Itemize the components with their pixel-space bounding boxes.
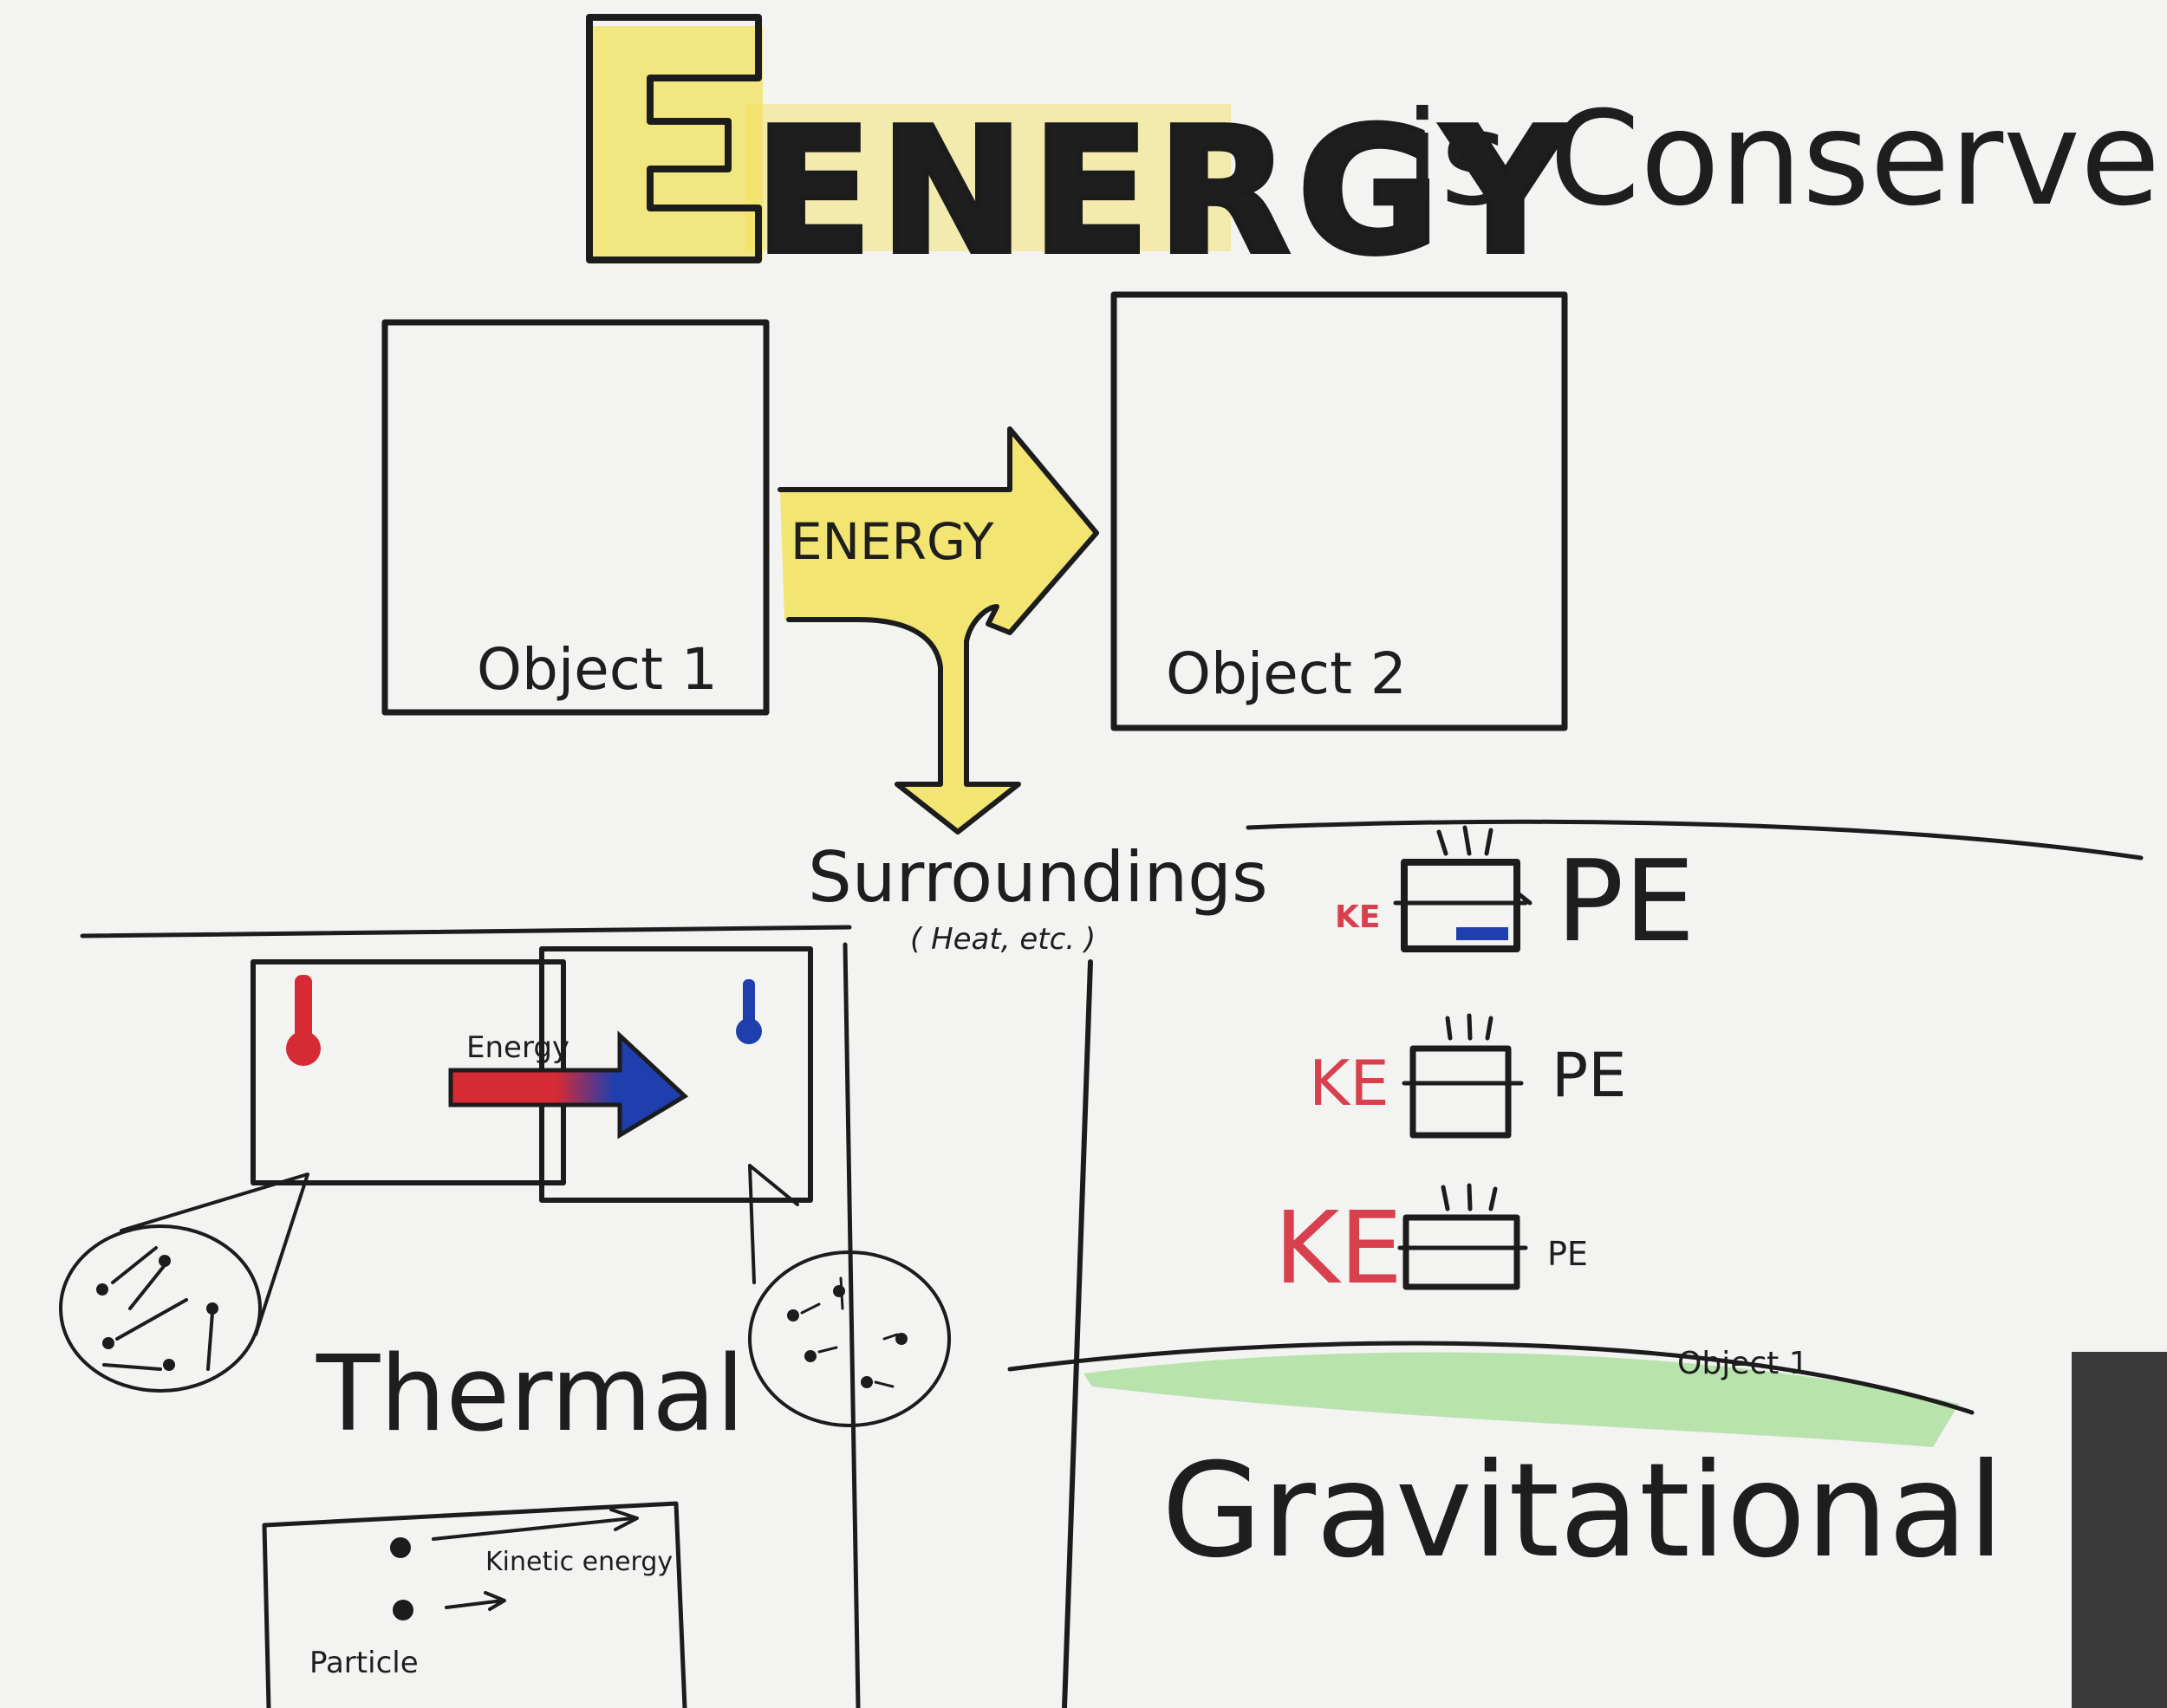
title-letter-e-outline bbox=[586, 14, 762, 263]
energy-arrow-label: ENERGY bbox=[791, 512, 994, 571]
legend-particle-label: Particle bbox=[309, 1646, 419, 1680]
object-2-box bbox=[1110, 291, 1568, 731]
thermal-right-line bbox=[843, 942, 861, 1708]
hot-thermometer-icon bbox=[286, 975, 321, 1066]
title-highlight bbox=[589, 26, 763, 260]
energy-bar-row-1: KE PE bbox=[1335, 825, 1695, 967]
battery-3-details bbox=[1397, 1183, 1528, 1250]
cold-zoom-cone bbox=[748, 1164, 799, 1284]
pe-label-1: PE bbox=[1556, 835, 1695, 967]
gravitational-top-divider bbox=[1246, 819, 2144, 860]
battery-2-details bbox=[1402, 1013, 1524, 1086]
energy-arrow-outline bbox=[778, 426, 1099, 835]
grass-strip bbox=[1084, 1352, 1959, 1447]
gravitational-section: KE PE KE PE KE PE Object 1 Gravitational bbox=[1007, 825, 2004, 1587]
vertical-divider bbox=[1062, 959, 1093, 1708]
title-highlight-2 bbox=[745, 104, 1231, 251]
hot-zoom-cone bbox=[120, 1172, 309, 1336]
legend-long-arrow bbox=[432, 1508, 639, 1541]
gravitational-heading: Gravitational bbox=[1162, 1436, 2004, 1587]
cold-thermometer-icon bbox=[736, 979, 762, 1044]
transfer-diagram: Object 1 Object 2 ENERGY Surroundings ( … bbox=[381, 291, 1568, 957]
table-edge bbox=[2072, 1352, 2167, 1708]
object-1-label: Object 1 bbox=[477, 636, 718, 703]
ground-line bbox=[1007, 1341, 1975, 1415]
thermal-heading: Thermal bbox=[316, 1335, 745, 1455]
legend-kinetic-label: Kinetic energy bbox=[485, 1547, 673, 1577]
energy-battery-3 bbox=[1402, 1214, 1520, 1290]
legend-particle-dot-fast bbox=[390, 1537, 411, 1558]
pe-label-3: PE bbox=[1547, 1235, 1588, 1273]
ke-label-1: KE bbox=[1335, 899, 1381, 935]
energy-transfer-arrow bbox=[780, 429, 1097, 832]
pe-label-2: PE bbox=[1552, 1040, 1626, 1111]
ground-object-label: Object 1 bbox=[1677, 1346, 1809, 1381]
surroundings-note: ( Heat, etc. ) bbox=[910, 922, 1096, 957]
thermal-section: Energy Thermal Kinetic energy bbox=[59, 942, 951, 1708]
legend-box-left bbox=[262, 1523, 271, 1708]
slow-particles bbox=[787, 1276, 908, 1388]
object-1-box bbox=[381, 319, 770, 716]
title: ENERGY is Conserved bbox=[586, 14, 2167, 295]
battery-1-details bbox=[1393, 825, 1533, 906]
surroundings-label: Surroundings bbox=[808, 837, 1268, 918]
ke-label-3: KE bbox=[1274, 1191, 1402, 1307]
hot-particle-zoom bbox=[59, 1224, 262, 1393]
title-energy-text: ENERGY bbox=[754, 91, 1575, 293]
energy-battery-2 bbox=[1409, 1045, 1512, 1139]
battery-1-fill bbox=[1456, 927, 1508, 940]
object-2-label: Object 2 bbox=[1166, 640, 1407, 707]
heat-arrow-label: Energy bbox=[466, 1030, 569, 1065]
thermal-top-divider bbox=[80, 925, 852, 938]
title-conserved-text: is Conserved bbox=[1404, 84, 2167, 235]
heat-flow-arrow bbox=[448, 1030, 689, 1140]
legend-box bbox=[262, 1501, 687, 1708]
ke-label-2: KE bbox=[1309, 1047, 1389, 1120]
energy-bar-row-3: KE PE bbox=[1274, 1183, 1588, 1307]
cold-particle-zoom bbox=[748, 1250, 951, 1427]
legend-particle-dot-slow bbox=[393, 1600, 413, 1620]
fast-particles bbox=[96, 1246, 218, 1371]
legend-short-arrow bbox=[445, 1591, 506, 1611]
energy-bar-row-2: KE PE bbox=[1309, 1013, 1626, 1139]
energy-battery-1 bbox=[1401, 859, 1520, 952]
